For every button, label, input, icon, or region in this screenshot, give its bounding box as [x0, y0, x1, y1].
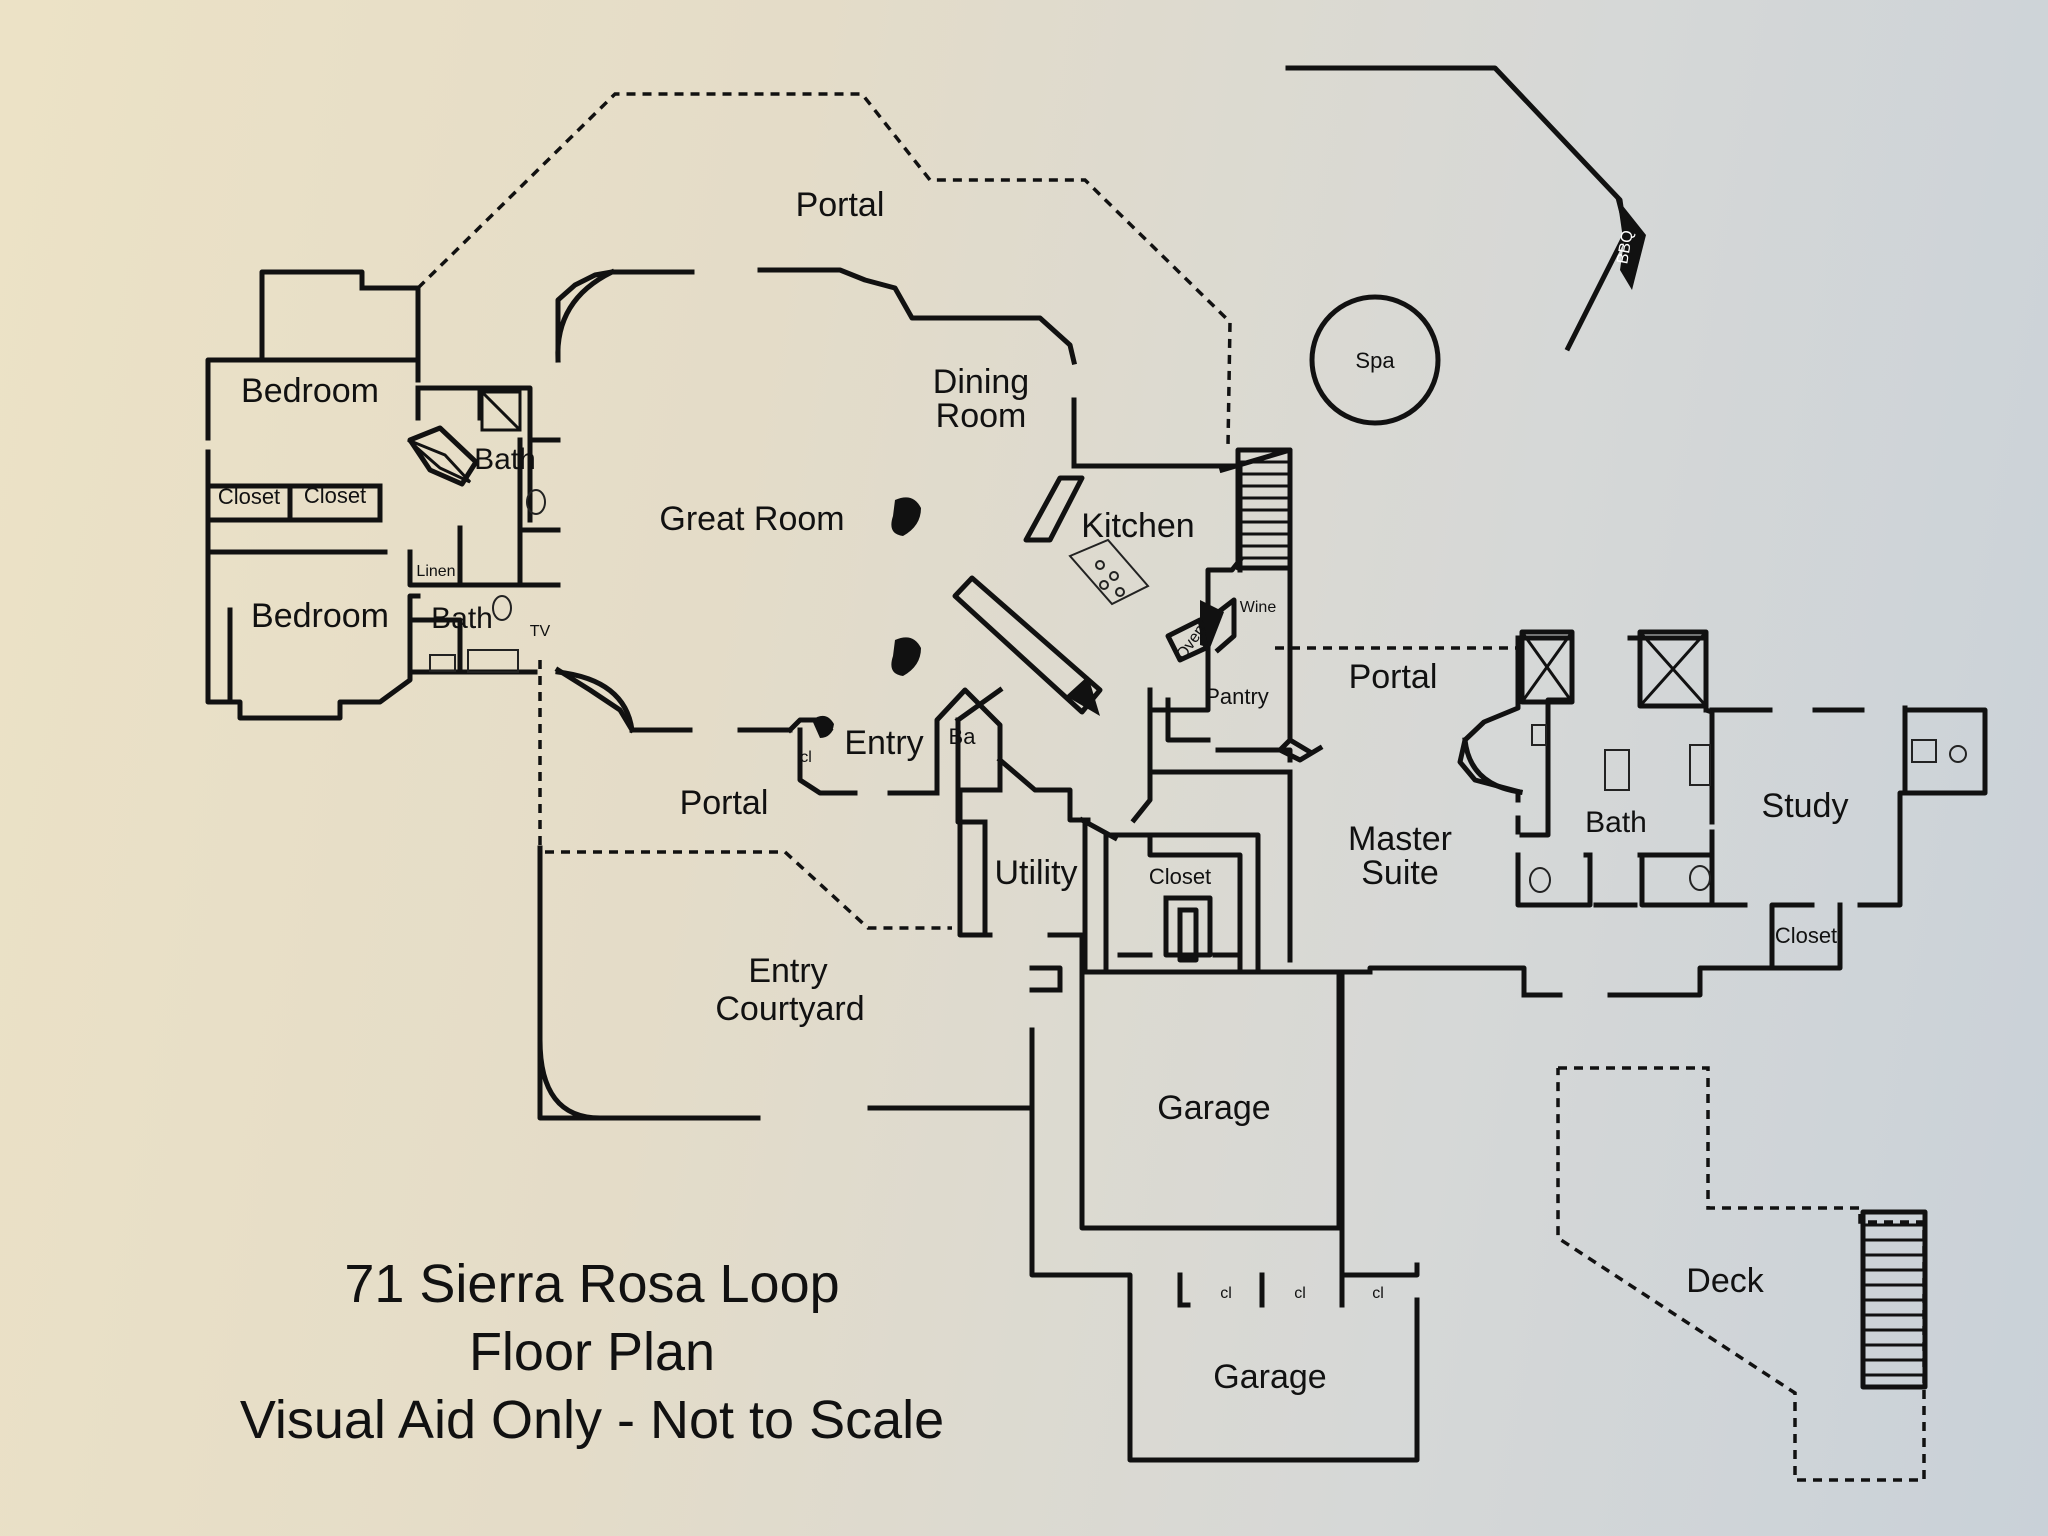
- label-bedroom-upper: Bedroom: [241, 372, 379, 410]
- label-bedroom-lower: Bedroom: [251, 597, 389, 635]
- caption-floor-plan: Floor Plan: [469, 1322, 715, 1382]
- label-spa: Spa: [1355, 348, 1395, 373]
- label-master-suite-1: Master: [1348, 820, 1452, 858]
- label-great-room: Great Room: [659, 500, 844, 538]
- label-ba: Ba: [949, 724, 977, 749]
- spa-circle: [1309, 294, 1441, 426]
- label-cl-entry: cl: [800, 749, 812, 766]
- label-bath-lower: Bath: [431, 602, 493, 635]
- bbq-wall: [1285, 65, 1628, 352]
- label-dining-room-1: Dining: [933, 363, 1029, 401]
- label-entry: Entry: [844, 724, 923, 762]
- caption-disclaimer: Visual Aid Only - Not to Scale: [240, 1390, 944, 1450]
- label-kitchen: Kitchen: [1081, 507, 1194, 545]
- label-entry-courtyard-1: Entry: [748, 952, 827, 990]
- label-closet-master: Closet: [1775, 923, 1837, 948]
- label-cl-2: cl: [1294, 1285, 1306, 1302]
- label-portal-mid: Portal: [680, 784, 769, 822]
- label-linen: Linen: [416, 563, 455, 580]
- label-utility: Utility: [994, 854, 1077, 892]
- deck-stairs: [1860, 1209, 1928, 1390]
- master-suite-zone: [1277, 629, 1988, 998]
- label-bbq: BBQ: [1614, 229, 1637, 265]
- label-closet-center: Closet: [1149, 864, 1211, 889]
- bbq-counter: [1615, 196, 1646, 290]
- bedroom-wing: [205, 269, 561, 721]
- label-study: Study: [1762, 787, 1849, 825]
- portal-top-outline: [416, 92, 1232, 446]
- courtyard-outline: [545, 850, 952, 930]
- label-deck: Deck: [1686, 1262, 1764, 1300]
- label-wine: Wine: [1240, 599, 1277, 616]
- label-portal-right: Portal: [1349, 658, 1438, 696]
- label-pantry: Pantry: [1205, 684, 1269, 709]
- label-cl-1: cl: [1220, 1285, 1232, 1302]
- label-closet-right: Closet: [304, 483, 366, 508]
- label-portal-top: Portal: [796, 186, 885, 224]
- label-master-bath: Bath: [1585, 806, 1647, 839]
- service-zone: [537, 832, 1420, 1463]
- entry-zone: [554, 666, 1119, 975]
- label-bath-upper: Bath: [474, 443, 536, 476]
- label-master-suite-2: Suite: [1361, 854, 1439, 892]
- caption-address: 71 Sierra Rosa Loop: [344, 1254, 839, 1314]
- label-entry-courtyard-2: Courtyard: [715, 990, 864, 1028]
- label-garage-upper: Garage: [1157, 1089, 1270, 1127]
- label-closet-left: Closet: [218, 484, 280, 509]
- label-cl-3: cl: [1372, 1285, 1384, 1302]
- label-dining-room-2: Room: [936, 397, 1027, 435]
- label-garage-lower: Garage: [1213, 1358, 1326, 1396]
- label-tv: TV: [530, 623, 551, 640]
